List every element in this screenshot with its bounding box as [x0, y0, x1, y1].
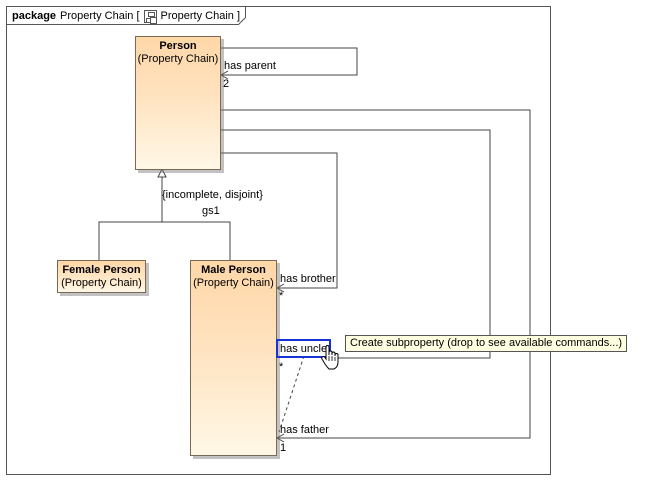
class-male-person[interactable]: Male Person (Property Chain) [190, 260, 277, 456]
has-parent-arrowhead [219, 70, 229, 80]
class-stereotype: (Property Chain) [193, 277, 274, 289]
has-father-role: has father [280, 424, 329, 436]
frame-title: package Property Chain [ Property Chain … [12, 9, 240, 23]
frame-title-tab [6, 6, 246, 25]
has-brother-multiplicity: * [279, 290, 284, 302]
has-brother-association[interactable] [221, 152, 338, 289]
has-uncle-multiplicity: * [279, 361, 284, 373]
generalization-constraint: {incomplete, disjoint} [162, 189, 263, 201]
has-brother-arrowhead [275, 283, 285, 293]
has-brother-role: has brother [280, 273, 336, 285]
has-father-multiplicity: 1 [280, 442, 287, 454]
generalization-set-name: gs1 [202, 205, 220, 217]
generalization-tree [98, 221, 231, 261]
package-frame [6, 6, 551, 475]
has-uncle-selection-box[interactable] [276, 339, 331, 358]
class-person[interactable]: Person (Property Chain) [135, 36, 221, 170]
has-parent-multiplicity: 2 [223, 78, 230, 90]
has-uncle-association[interactable] [221, 129, 491, 359]
has-parent-association[interactable] [221, 47, 358, 76]
has-father-association[interactable] [221, 109, 531, 439]
class-name: Female Person [62, 264, 141, 276]
hand-pointer-icon [321, 345, 339, 370]
class-diagram-icon [143, 9, 157, 23]
has-parent-role: has parent [224, 60, 276, 72]
frame-keyword: package [12, 10, 57, 22]
has-father-arrowhead [275, 433, 285, 443]
has-uncle-role: has uncle [280, 343, 328, 355]
class-stereotype: (Property Chain) [137, 53, 219, 65]
subproperty-tooltip: Create subproperty (drop to see availabl… [345, 335, 628, 352]
generalization-arrowhead [157, 167, 167, 178]
class-female-person[interactable]: Female Person (Property Chain) [57, 260, 146, 293]
class-name: Person [159, 40, 197, 52]
subproperty-drag-line [278, 355, 305, 433]
frame-name: Property Chain [ [60, 10, 140, 22]
class-stereotype: (Property Chain) [61, 277, 142, 289]
frame-diagram-name: Property Chain ] [160, 10, 240, 22]
class-name: Male Person [201, 264, 266, 276]
